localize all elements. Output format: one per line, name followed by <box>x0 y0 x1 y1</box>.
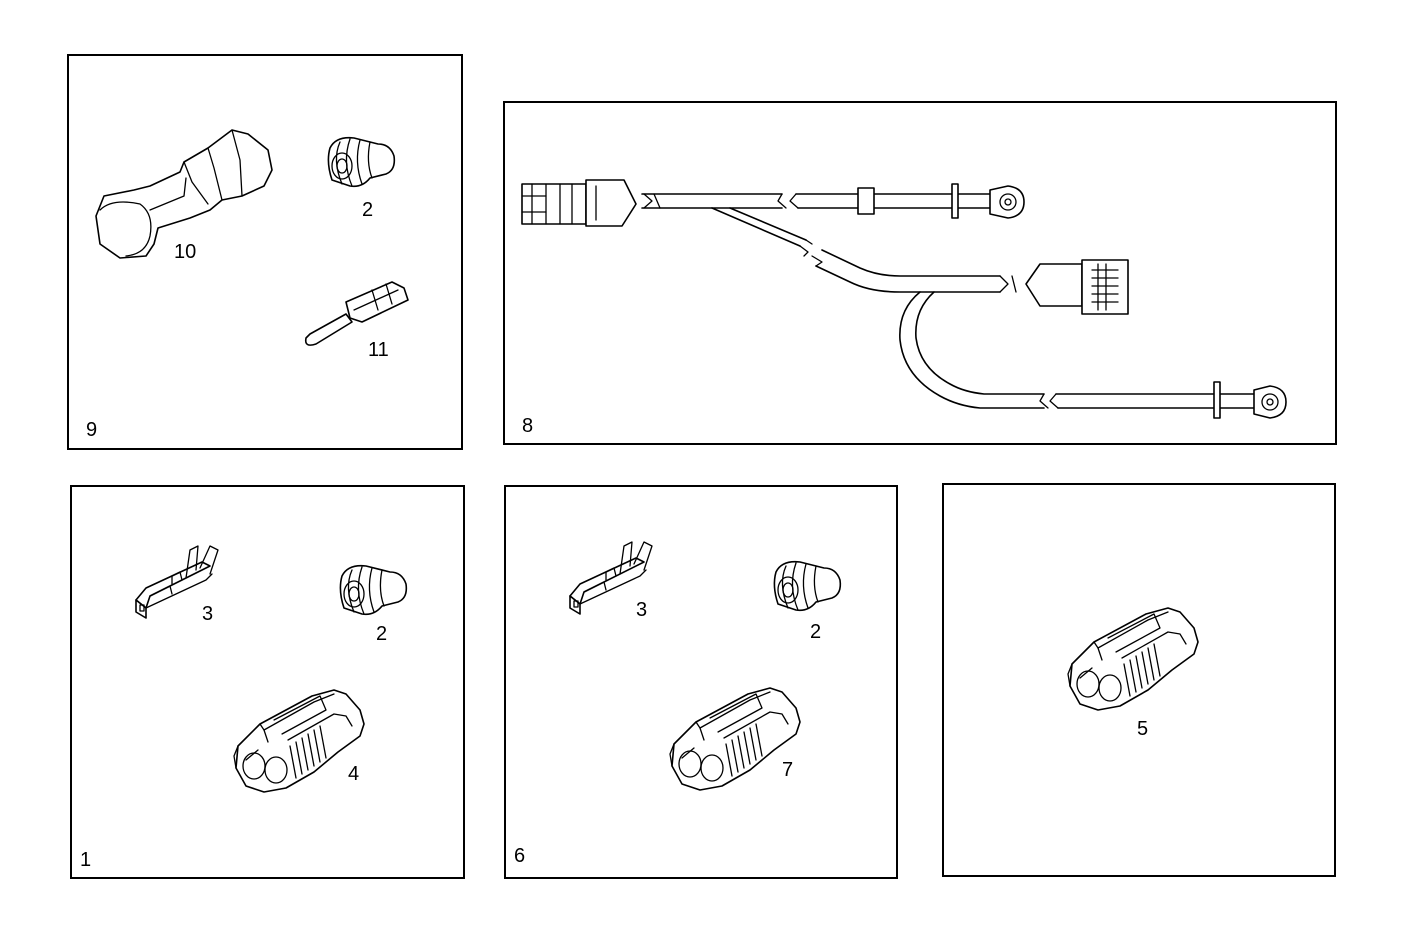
cable-seal-part <box>773 560 842 612</box>
callout-2: 2 <box>362 199 373 221</box>
panel-8: 8 <box>503 101 1337 445</box>
connector-housing-part <box>233 689 365 793</box>
panel-1: 3 2 4 1 <box>70 485 465 879</box>
connector-housing-part <box>669 687 801 791</box>
panel-8-label: 8 <box>522 415 533 437</box>
blanking-plug-part <box>95 129 273 259</box>
panel-9: 10 2 11 9 <box>67 54 463 450</box>
callout-4: 4 <box>348 763 359 785</box>
callout-11: 11 <box>368 339 389 361</box>
callout-3: 3 <box>636 599 647 621</box>
panel-9-label: 9 <box>86 419 97 441</box>
cable-seal-part <box>339 564 408 616</box>
pin-terminal-part <box>304 281 409 346</box>
callout-3: 3 <box>202 603 213 625</box>
callout-10: 10 <box>174 241 196 263</box>
callout-2: 2 <box>376 623 387 645</box>
connector-housing-part <box>1067 607 1199 711</box>
panel-6-label: 6 <box>514 845 525 867</box>
callout-2: 2 <box>810 621 821 643</box>
panel-5: 5 <box>942 483 1336 877</box>
panel-6: 3 2 7 6 <box>504 485 898 879</box>
panel-1-label: 1 <box>80 849 91 871</box>
wiring-harness-part <box>521 179 1287 419</box>
callout-5: 5 <box>1137 718 1148 740</box>
callout-7: 7 <box>782 759 793 781</box>
cable-seal-part <box>327 136 396 188</box>
